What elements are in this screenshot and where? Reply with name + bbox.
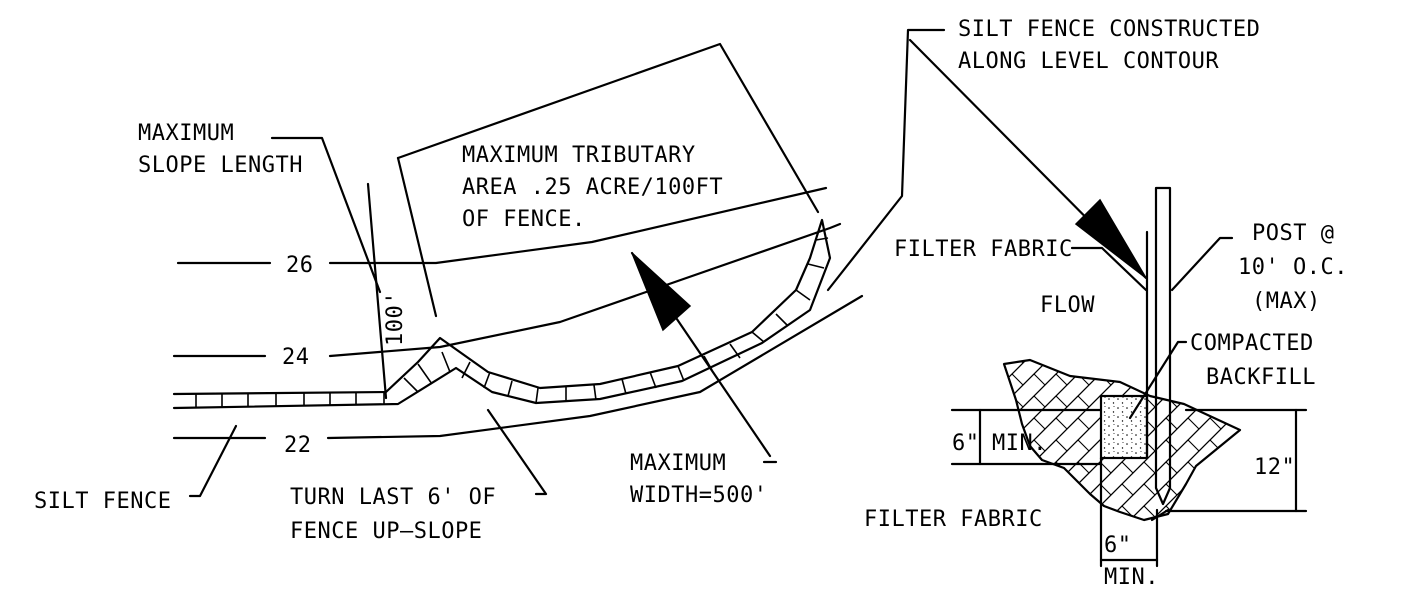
compacted-backfill: [1099, 394, 1149, 460]
turn-last-label-1: TURN LAST 6' OF: [290, 485, 496, 510]
contour-26-line: [176, 186, 828, 265]
contour-24-label: 24: [282, 345, 310, 370]
compacted-label-1: COMPACTED: [1190, 331, 1314, 356]
contour-26-label: 26: [286, 253, 314, 278]
compacted-backfill-leader: [1128, 340, 1188, 420]
post: [1154, 186, 1172, 506]
post-leader: [1170, 236, 1234, 292]
contour-22-label: 22: [284, 433, 312, 458]
silt-fence-label: SILT FENCE: [34, 489, 171, 514]
level-contour-leader: [826, 28, 946, 292]
compacted-label-2: BACKFILL: [1206, 365, 1316, 390]
filter-fabric-top-leader: [1070, 246, 1148, 292]
flow-label: FLOW: [1040, 293, 1095, 318]
max-width-label-2: WIDTH=500': [630, 483, 767, 508]
post-label-2: 10' O.C.: [1238, 255, 1348, 280]
dimension-100-label: 100': [383, 291, 408, 346]
six-inch-bottom-dimension: [1099, 456, 1159, 568]
post-label-3: (MAX): [1252, 289, 1321, 314]
silt-fence-leader: [188, 424, 238, 498]
six-inch-left-dimension: [950, 408, 1102, 466]
section-view: FILTER FABRIC FLOW POST @ 10' O.C. (MAX)…: [864, 38, 1348, 590]
max-tributary-label-3: OF FENCE.: [462, 207, 586, 232]
min-bottom-label: MIN.: [1104, 565, 1159, 590]
silt-fence-ticks: [195, 237, 829, 408]
filter-fabric-bottom-label: FILTER FABRIC: [864, 507, 1043, 532]
six-inch-left-label: 6": [952, 431, 980, 456]
max-slope-length-leader: [270, 136, 382, 294]
six-inch-bottom-label: 6": [1104, 533, 1132, 558]
max-width-label-1: MAXIMUM: [630, 451, 726, 476]
max-slope-length-label-2: SLOPE LENGTH: [138, 153, 303, 178]
contour-24-line: [172, 222, 842, 358]
max-slope-length-label-1: MAXIMUM: [138, 121, 234, 146]
filter-fabric-top-label: FILTER FABRIC: [894, 237, 1073, 262]
plan-view: 100' MAXIMUM SLOPE LENGTH MAXIMUM TRIBUT…: [34, 17, 1260, 544]
min-left-label: MIN.: [992, 431, 1047, 456]
filter-fabric-bottom-leader: [1150, 508, 1170, 522]
turn-last-label-2: FENCE UP–SLOPE: [290, 519, 482, 544]
level-contour-label-2: ALONG LEVEL CONTOUR: [958, 49, 1219, 74]
silt-fence-line: [172, 218, 832, 410]
dimension-100-line: [366, 182, 388, 400]
flow-arrow: [908, 38, 1148, 280]
turn-last-leader: [486, 408, 548, 496]
max-tributary-label-2: AREA .25 ACRE/100FT: [462, 175, 723, 200]
max-width-arrow: [630, 251, 772, 458]
level-contour-label-1: SILT FENCE CONSTRUCTED: [958, 17, 1260, 42]
max-tributary-label-1: MAXIMUM TRIBUTARY: [462, 143, 696, 168]
tributary-area-box: [396, 42, 820, 318]
post-label-1: POST @: [1252, 221, 1334, 246]
twelve-inch-label: 12": [1254, 455, 1295, 480]
contour-22-line: [172, 294, 864, 440]
